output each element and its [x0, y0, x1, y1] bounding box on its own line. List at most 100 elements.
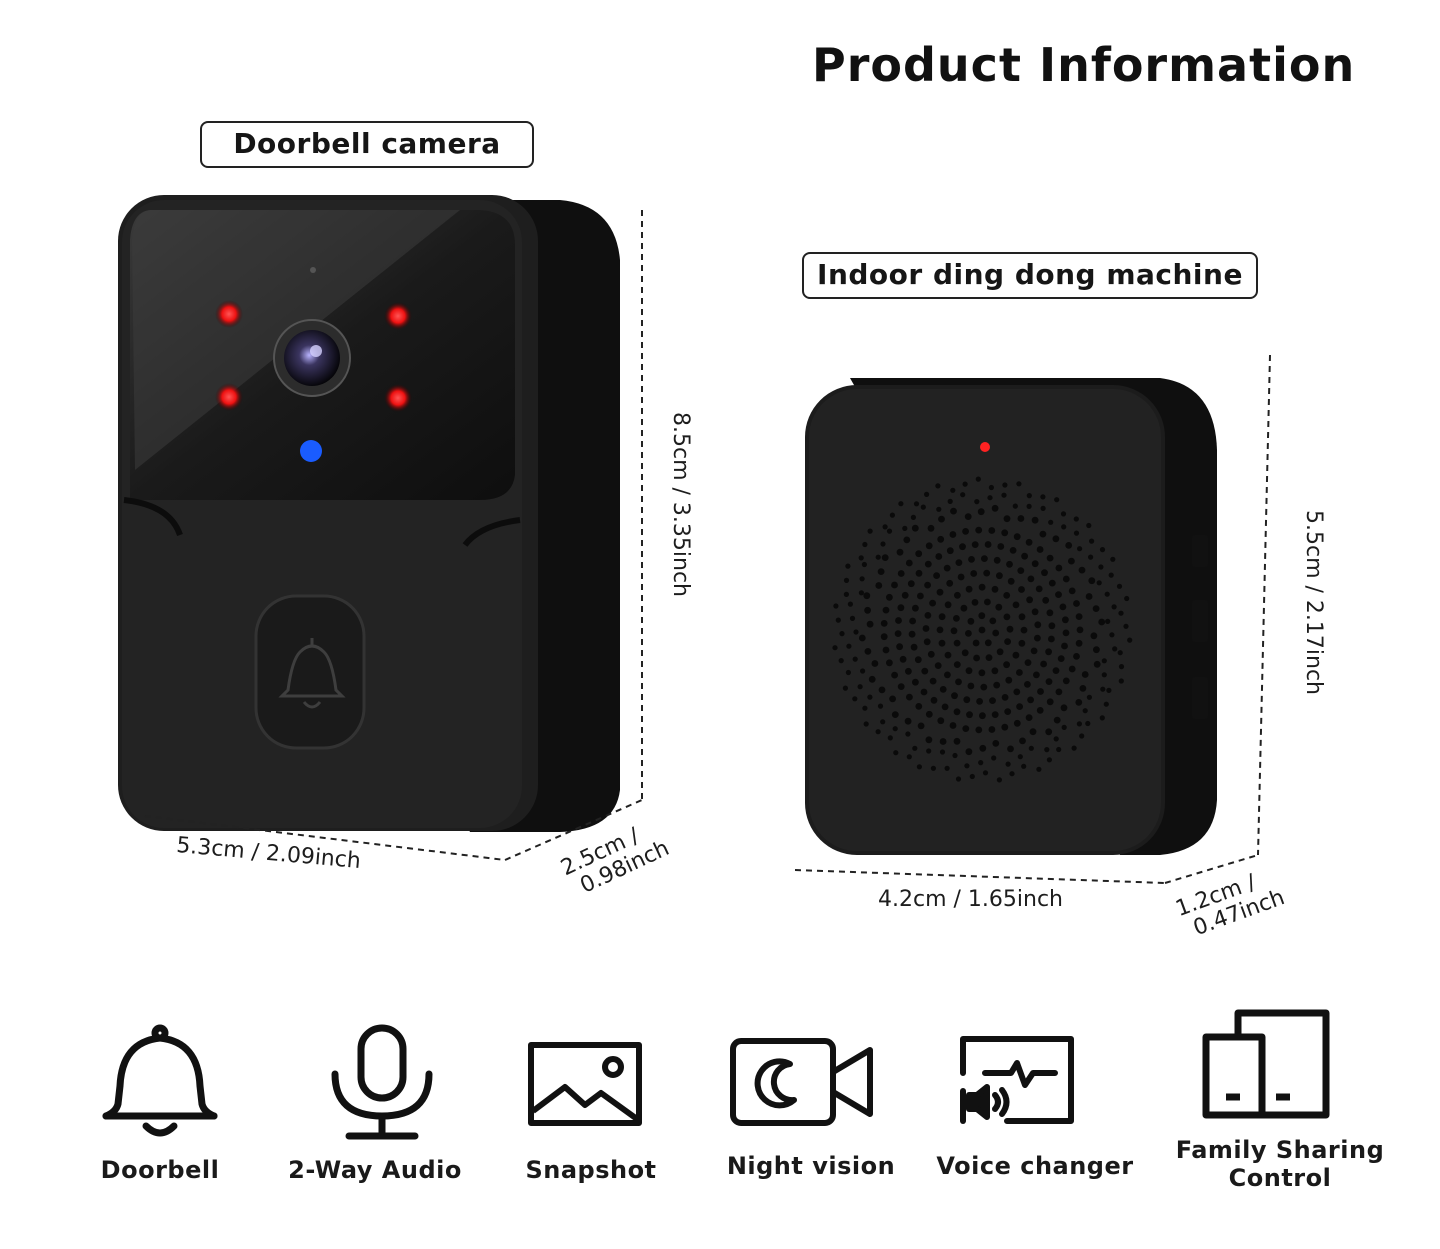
grille-hole — [882, 524, 888, 530]
grille-hole — [997, 543, 1005, 550]
grille-hole — [1118, 678, 1124, 684]
grille-hole — [866, 620, 874, 628]
grille-hole — [859, 576, 865, 582]
grille-hole — [875, 554, 881, 560]
grille-hole — [989, 617, 997, 625]
grille-hole — [1071, 745, 1077, 751]
grille-hole — [925, 710, 933, 718]
grille-hole — [989, 697, 996, 704]
grille-hole — [924, 612, 932, 619]
grille-hole — [845, 563, 851, 569]
grille-hole — [1088, 554, 1094, 560]
grille-hole — [1026, 493, 1032, 499]
grille-hole — [1124, 595, 1130, 602]
grille-hole — [860, 668, 866, 674]
grille-hole — [1099, 715, 1105, 721]
grille-hole — [1013, 719, 1021, 727]
grille-hole — [1001, 694, 1009, 701]
grille-hole — [991, 711, 999, 718]
grille-hole — [991, 755, 997, 761]
grille-hole — [965, 630, 972, 637]
grille-hole — [924, 491, 930, 497]
grille-hole — [985, 654, 993, 661]
grille-hole — [939, 749, 946, 755]
grille-hole — [921, 667, 929, 675]
grille-hole — [914, 656, 922, 664]
grille-hole — [955, 678, 962, 686]
grille-hole — [882, 606, 890, 614]
grille-hole — [905, 731, 911, 737]
grille-hole — [912, 745, 918, 751]
grille-hole — [896, 643, 903, 651]
grille-hole — [1037, 688, 1044, 695]
grille-hole — [959, 543, 966, 551]
grille-hole — [996, 648, 1004, 656]
grille-hole — [992, 629, 1000, 637]
grille-hole — [1044, 747, 1050, 753]
grille-hole — [835, 617, 841, 623]
grille-hole — [953, 639, 961, 647]
grille-hole — [988, 527, 996, 534]
grille-hole — [992, 740, 1000, 747]
grille-hole — [1005, 676, 1013, 684]
grille-hole — [927, 524, 935, 532]
grille-hole — [960, 492, 966, 498]
feature-label-family-sharing-line1: Family Sharing — [1175, 1136, 1385, 1164]
grille-hole — [975, 476, 981, 482]
grille-hole — [1108, 572, 1114, 578]
grille-hole — [1016, 669, 1023, 676]
grille-hole — [944, 601, 952, 609]
grille-hole — [852, 696, 858, 702]
grille-hole — [1006, 560, 1013, 568]
grille-hole — [978, 626, 986, 634]
grille-hole — [938, 639, 946, 647]
grille-hole — [1046, 554, 1054, 562]
grille-hole — [922, 625, 930, 632]
grille-hole — [973, 654, 980, 662]
grille-hole — [1004, 708, 1012, 715]
grille-hole — [925, 542, 933, 550]
grille-hole — [926, 748, 932, 754]
grille-hole — [906, 693, 913, 701]
grille-hole — [953, 737, 961, 745]
grille-hole — [913, 501, 920, 507]
grille-hole — [979, 744, 987, 752]
grille-hole — [1055, 688, 1063, 696]
grille-hole — [1078, 566, 1086, 574]
grille-hole — [889, 695, 896, 703]
grille-hole — [1048, 579, 1056, 587]
grille-hole — [955, 559, 963, 566]
grille-hole — [1073, 516, 1079, 522]
grille-hole — [944, 671, 951, 679]
grille-hole — [953, 661, 961, 668]
grille-hole — [867, 694, 873, 700]
grille-hole — [1024, 681, 1031, 688]
grille-hole — [954, 591, 961, 599]
grille-hole — [965, 748, 973, 756]
grille-hole — [910, 643, 918, 651]
status-led — [300, 440, 322, 462]
grille-hole — [916, 764, 923, 770]
grille-hole — [984, 598, 991, 606]
grille-hole — [1027, 575, 1035, 583]
grille-hole — [1059, 603, 1067, 611]
grille-hole — [1040, 505, 1046, 511]
grille-hole — [943, 564, 951, 572]
grille-hole — [1062, 629, 1070, 637]
grille-hole — [1033, 671, 1040, 679]
grille-hole — [938, 515, 945, 523]
grille-hole — [1055, 564, 1063, 572]
grille-hole — [962, 528, 969, 535]
grille-hole — [1036, 546, 1044, 553]
grille-hole — [1062, 677, 1070, 685]
grille-hole — [877, 703, 884, 709]
grille-hole — [858, 555, 864, 561]
grille-hole — [949, 531, 957, 538]
grille-hole — [910, 514, 917, 521]
grille-hole — [941, 703, 949, 711]
grille-hole — [1052, 667, 1060, 674]
grille-hole — [983, 569, 991, 577]
grille-hole — [862, 705, 868, 711]
grille-hole — [1039, 530, 1047, 538]
image-icon — [528, 1042, 642, 1126]
